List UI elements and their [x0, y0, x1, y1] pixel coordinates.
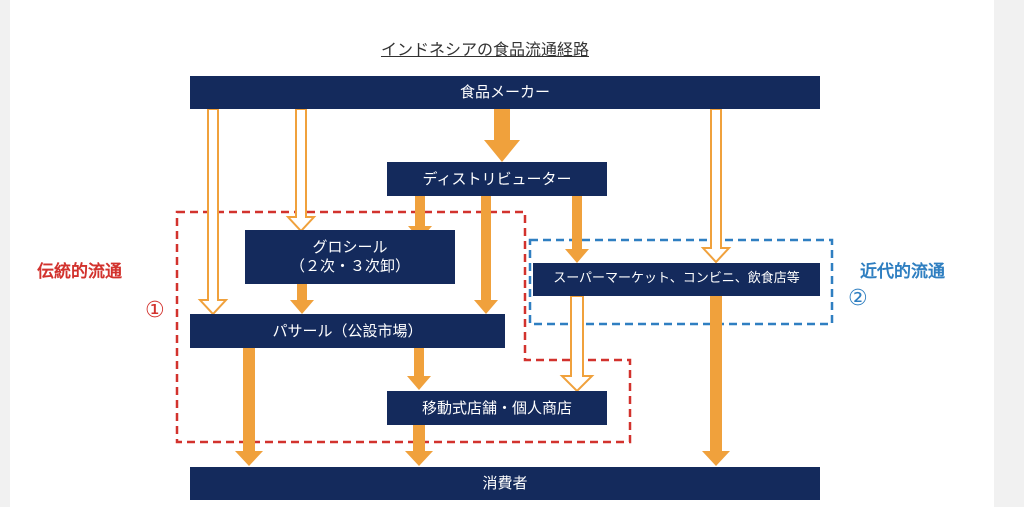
traditional-number-marker: ① — [145, 298, 165, 323]
traditional-distribution-label: 伝統的流通 — [37, 262, 122, 282]
arrow-distributor-grocery — [408, 196, 432, 240]
grocery-label-line2: （２次・３次卸） — [289, 257, 410, 275]
hollow-arrow-maker-grocery — [285, 108, 317, 233]
modern-number-marker: ② — [848, 286, 868, 311]
hollow-arrow-maker-pasar — [197, 108, 229, 316]
modern-distribution-label: 近代的流通 — [860, 262, 945, 282]
hollow-arrow-supermarket-mobile — [559, 295, 595, 393]
arrow-distributor-supermarket — [565, 196, 589, 263]
pasar-label: パサール（公設市場） — [272, 321, 423, 340]
arrow-supermarket-consumer — [702, 296, 730, 466]
diagram-title: インドネシアの食品流通経路 — [380, 40, 589, 59]
right-edge-shade — [994, 0, 1024, 507]
arrow-distributor-pasar — [474, 196, 498, 314]
supermarket-box: スーパーマーケット、コンビニ、飲食店等 — [533, 263, 820, 296]
hollow-arrow-maker-supermarket — [700, 108, 732, 264]
traditional-region-outline — [175, 210, 632, 444]
maker-label: 食品メーカー — [459, 83, 550, 102]
distributor-box: ディストリビューター — [387, 162, 607, 196]
left-edge-shade — [0, 0, 10, 507]
modern-region-outline — [528, 238, 834, 326]
mobile-store-box: 移動式店舗・個人商店 — [387, 391, 607, 425]
pasar-box: パサール（公設市場） — [190, 314, 505, 348]
arrow-pasar-mobile — [407, 348, 431, 390]
arrow-pasar-consumer — [235, 348, 263, 466]
mobile-store-label: 移動式店舗・個人商店 — [421, 398, 572, 417]
distributor-label: ディストリビューター — [422, 169, 572, 188]
arrow-mobile-consumer — [405, 425, 433, 466]
grocery-box: グロシール （２次・３次卸） — [245, 230, 455, 284]
arrow-maker-distributor — [484, 109, 520, 162]
arrow-grocery-pasar — [290, 284, 314, 314]
consumer-box: 消費者 — [190, 467, 820, 500]
supermarket-label: スーパーマーケット、コンビニ、飲食店等 — [553, 271, 800, 287]
consumer-label: 消費者 — [482, 474, 528, 493]
grocery-label-line1: グロシール — [312, 238, 388, 257]
maker-box: 食品メーカー — [190, 76, 820, 109]
